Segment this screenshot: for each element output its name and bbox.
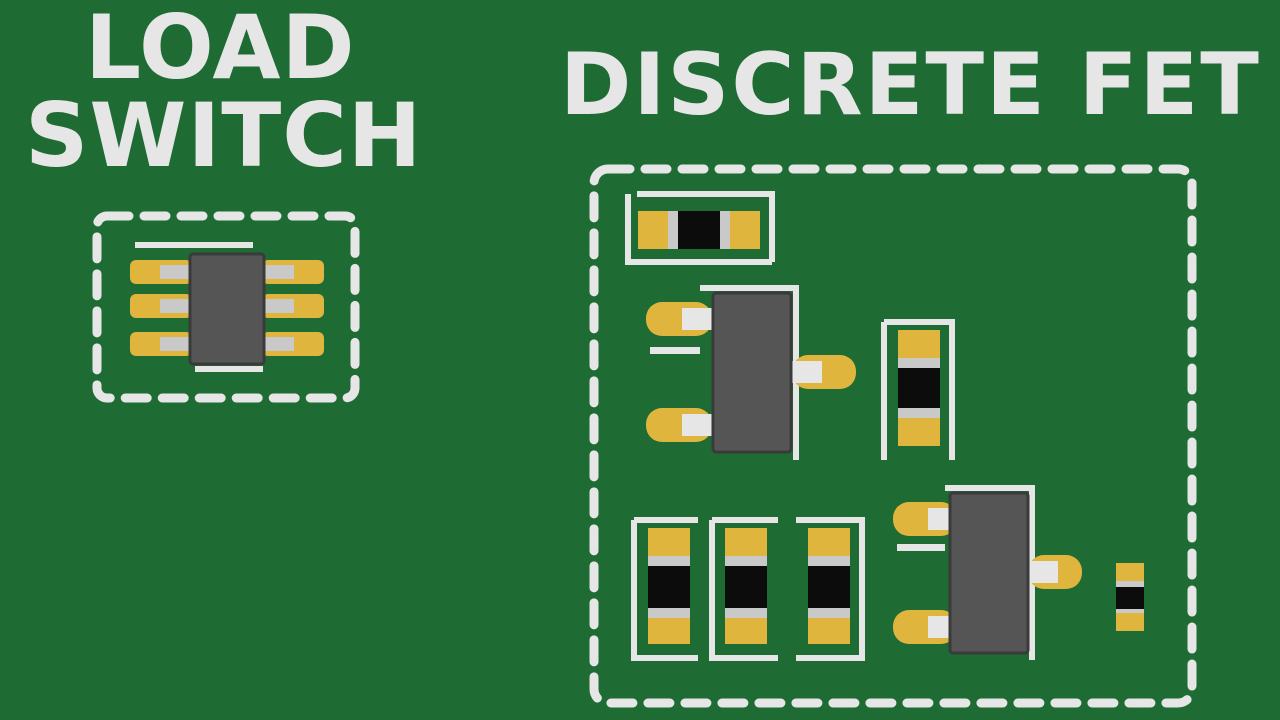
discrete-fet-outline bbox=[589, 164, 1197, 708]
load-switch-outline bbox=[92, 211, 360, 403]
load-switch-ic bbox=[130, 242, 324, 372]
load-switch-title-line1: LOAD bbox=[85, 0, 356, 99]
small-capacitor bbox=[1116, 563, 1144, 631]
discrete-fet-title: DISCRETE FET bbox=[560, 35, 1261, 135]
ic-body bbox=[188, 252, 266, 366]
resistor-vertical-1 bbox=[881, 319, 955, 460]
resistor-horizontal bbox=[625, 191, 775, 265]
fet-body bbox=[711, 291, 793, 454]
fet-transistor-2 bbox=[893, 485, 1082, 660]
fet-transistor-1 bbox=[646, 285, 856, 460]
resistor-vertical-2 bbox=[631, 517, 698, 661]
resistor-vertical-4 bbox=[796, 517, 865, 661]
fet-body bbox=[948, 491, 1030, 655]
load-switch-title-line2: SWITCH bbox=[25, 84, 423, 187]
resistor-vertical-3 bbox=[709, 517, 778, 661]
